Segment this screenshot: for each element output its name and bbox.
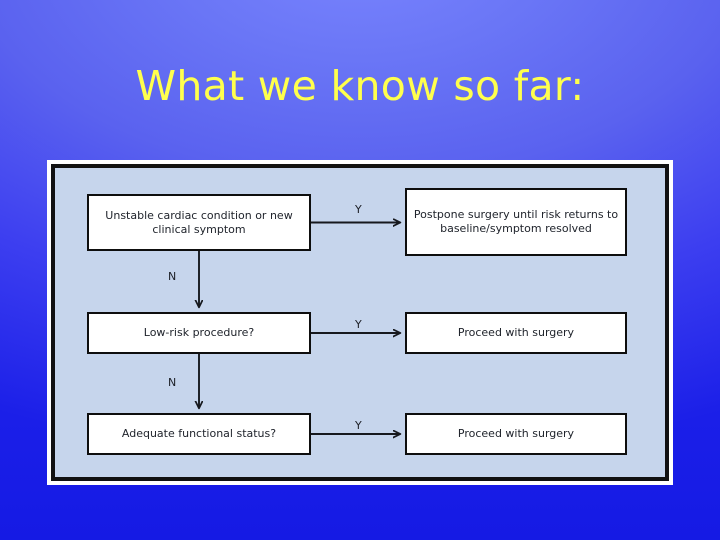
node-label: Low-risk procedure? <box>143 326 255 339</box>
figure-frame: Unstable cardiac condition or new clinic… <box>47 160 673 485</box>
flowchart-node-postpone-surgery: Postpone surgery until risk returns to b… <box>405 188 627 256</box>
flowchart-node-adequate-functional-status: Adequate functional status? <box>87 413 311 455</box>
edge-label-no-2: N <box>168 376 177 389</box>
flowchart-node-unstable-cardiac-condition: Unstable cardiac condition or new clinic… <box>87 194 311 251</box>
figure-border: Unstable cardiac condition or new clinic… <box>51 164 669 481</box>
flowchart-node-low-risk-procedure: Low-risk procedure? <box>87 312 311 354</box>
node-label: Adequate functional status? <box>121 427 277 440</box>
page-title: What we know so far: <box>135 62 585 110</box>
flowchart-node-proceed-with-surgery-2: Proceed with surgery <box>405 413 627 455</box>
flowchart-diagram: Unstable cardiac condition or new clinic… <box>55 168 665 477</box>
node-label: Proceed with surgery <box>457 326 575 339</box>
node-label: Postpone surgery until risk returns to b… <box>413 208 619 235</box>
node-label: Unstable cardiac condition or new clinic… <box>105 208 293 236</box>
edge-label-yes-1: Y <box>355 203 362 216</box>
edge-label-no-1: N <box>168 270 177 283</box>
flowchart-node-proceed-with-surgery-1: Proceed with surgery <box>405 312 627 354</box>
edge-label-yes-3: Y <box>355 419 362 432</box>
node-label: Proceed with surgery <box>457 427 575 440</box>
edge-label-yes-2: Y <box>355 318 362 331</box>
